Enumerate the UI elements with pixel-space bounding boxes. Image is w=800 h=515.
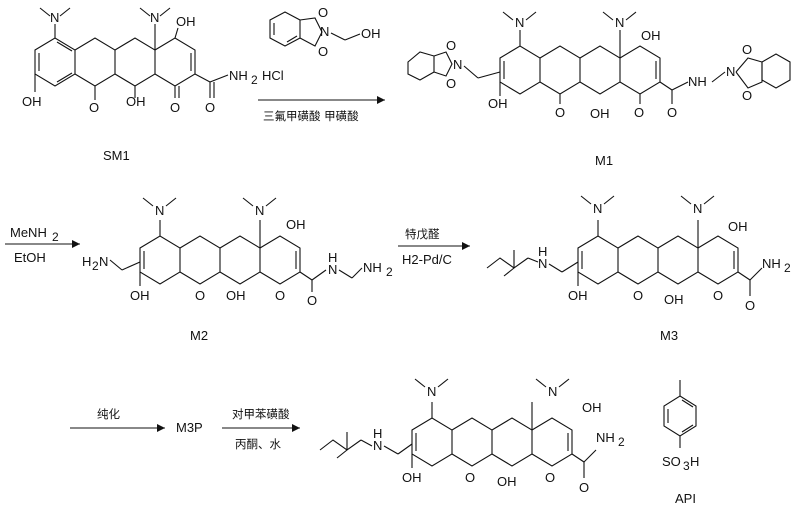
m3-nh-n: N [538, 256, 547, 271]
sm1-oh-mid: OH [126, 94, 146, 109]
sm1-label: SM1 [103, 148, 130, 163]
api-n-top-left: N [427, 384, 436, 399]
m3-o-2: O [713, 288, 723, 303]
api-n-top-right: N [548, 384, 557, 399]
step3-top: 特戊醛 [405, 227, 440, 241]
m1-n-top-right: N [615, 15, 624, 30]
m3-o-1: O [633, 288, 643, 303]
m2-nh-h: H [328, 250, 337, 265]
m2-n-left: N [99, 254, 108, 269]
m2-o-2: O [275, 288, 285, 303]
tosyl-sub3: 3 [683, 459, 690, 473]
reagent1-o1: O [318, 5, 328, 20]
sm1-nh2: NH [229, 68, 248, 83]
m2-o-1: O [195, 288, 205, 303]
m1-label: M1 [595, 153, 613, 168]
sm1-n-top-left: N [50, 10, 59, 25]
api-o-2: O [545, 470, 555, 485]
step3-bottom: H2-Pd/C [402, 252, 452, 267]
step5-top: 对甲苯磺酸 [232, 407, 290, 421]
reagent1-oh: OH [361, 26, 381, 41]
step4: 纯化 M3P [70, 407, 203, 435]
sm1-oh-left: OH [22, 94, 42, 109]
m1-o-amide: O [667, 105, 677, 120]
m1-n-left: N [453, 57, 462, 72]
m3-o-amide: O [745, 298, 755, 313]
m1-oh-top: OH [641, 28, 661, 43]
m2-oh-mid: OH [226, 288, 246, 303]
m2-h: H [82, 254, 91, 269]
m2-o-amide: O [307, 293, 317, 308]
sm1-o-2: O [170, 100, 180, 115]
m2-oh-left: OH [130, 288, 150, 303]
sm1-nh2-sub: 2 [251, 73, 258, 87]
step1-conditions: 三氟甲磺酸 甲磺酸 [263, 109, 359, 123]
m3-nh2-sub: 2 [784, 261, 791, 275]
step4-top: 纯化 [97, 407, 120, 421]
step5-bottom: 丙酮、水 [235, 437, 281, 451]
m3-oh-top: OH [728, 219, 748, 234]
svg-text:2: 2 [92, 259, 99, 273]
step5: 对甲苯磺酸 丙酮、水 [222, 407, 300, 451]
m1-o-pl1: O [446, 38, 456, 53]
m3-nh2: NH [762, 256, 781, 271]
m1-o-pr1: O [742, 42, 752, 57]
sm1-structure: N N OH O NH 2 HCl OH O OH O SM1 [22, 7, 284, 163]
api-label: API [675, 491, 696, 506]
m1-o-2: O [634, 105, 644, 120]
step1: O O N OH 三氟甲磺酸 甲磺酸 [258, 5, 385, 123]
m3p-label: M3P [176, 420, 203, 435]
m2-oh-top: OH [286, 217, 306, 232]
api-nh-n: N [373, 438, 382, 453]
m3-structure: H N N N OH O NH 2 OH O OH O M3 [486, 195, 791, 343]
m1-o-1: O [555, 105, 565, 120]
tosyl-so: SO [662, 454, 681, 469]
api-oh-left: OH [402, 470, 422, 485]
m2-nh-n: N [328, 262, 337, 277]
m1-structure: O O N N N OH O NH N O O OH O [407, 11, 791, 168]
m2-n-top-left: N [155, 203, 164, 218]
sm1-o-amide: O [205, 100, 215, 115]
m1-o-pr2: O [742, 88, 752, 103]
m3-oh-mid: OH [664, 292, 684, 307]
m3-oh-left: OH [568, 288, 588, 303]
m1-n-right: N [726, 64, 735, 79]
m2-structure: H 2 N N N OH O H N NH 2 OH O OH O M2 [82, 197, 393, 343]
m2-nh2: NH [363, 260, 382, 275]
api-nh2: NH [596, 430, 615, 445]
m2-label: M2 [190, 328, 208, 343]
m3-nh-h: H [538, 244, 547, 259]
api-oh-mid: OH [497, 474, 517, 489]
tosyl-h: H [690, 454, 699, 469]
sm1-n-top-right: N [150, 10, 159, 25]
api-o-amide: O [579, 480, 589, 495]
m3-label: M3 [660, 328, 678, 343]
api-nh-h: H [373, 426, 382, 441]
api-o-1: O [465, 470, 475, 485]
step3: 特戊醛 H2-Pd/C [398, 227, 470, 267]
api-oh-top: OH [582, 400, 602, 415]
reagent1-n: N [320, 24, 329, 39]
m1-n-top-left: N [515, 15, 524, 30]
m3-n-top-right: N [693, 201, 702, 216]
step2-top-sub: 2 [52, 230, 59, 244]
sm1-hcl: HCl [262, 68, 284, 83]
sm1-oh-top: OH [176, 14, 196, 29]
step2: MeNH 2 EtOH [5, 225, 80, 265]
m1-nh: NH [688, 74, 707, 89]
m3-n-top-left: N [593, 201, 602, 216]
m1-oh-mid: OH [590, 106, 610, 121]
m2-n-top-right: N [255, 203, 264, 218]
reagent1-o2: O [318, 44, 328, 59]
api-nh2-sub: 2 [618, 435, 625, 449]
step2-top: MeNH [10, 225, 47, 240]
m1-oh-left: OH [488, 96, 508, 111]
m1-o-pl2: O [446, 76, 456, 91]
m2-nh2-sub: 2 [386, 265, 393, 279]
sm1-o-1: O [89, 100, 99, 115]
api-structure: H N N N OH O NH 2 OH O OH O [319, 378, 625, 495]
step2-bottom: EtOH [14, 250, 46, 265]
tosylate-structure: SO 3 H API [662, 380, 699, 506]
